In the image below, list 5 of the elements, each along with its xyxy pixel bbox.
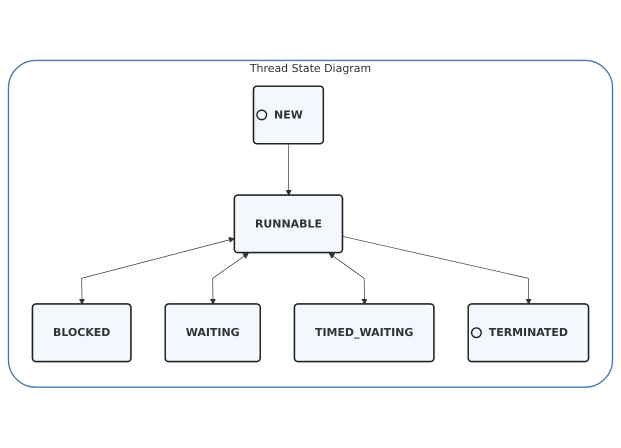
arrow xyxy=(286,144,292,196)
arrow xyxy=(210,253,249,305)
arrow xyxy=(78,237,235,305)
arrow xyxy=(342,236,532,305)
arrow xyxy=(328,253,368,305)
